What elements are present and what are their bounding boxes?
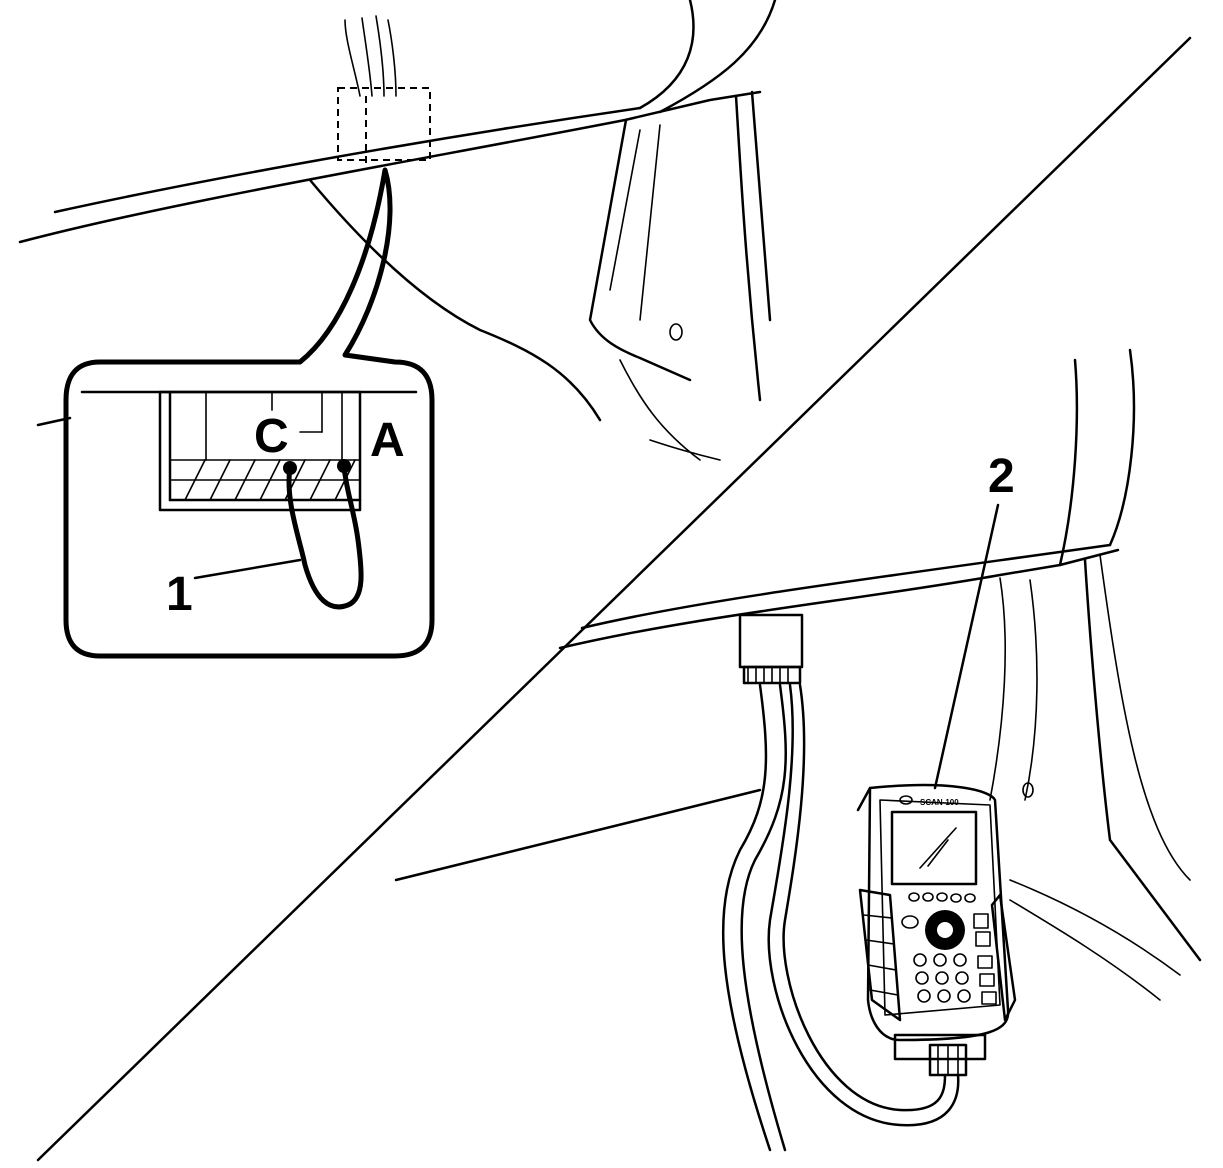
scan-tool: SCAN-100 [856,783,1017,1077]
scan-tool-cable [721,683,960,1152]
scan-tool-leader [933,503,1000,790]
scan-tool-keypad [913,953,997,1005]
bottom-panel-scene [394,348,1202,1001]
jumper-callout-label: 1 [166,568,193,621]
terminal-a-label: A [370,414,405,467]
scan-tool-callout-label: 2 [988,450,1015,503]
panel-divider [36,36,1192,1162]
top-panel-scene [18,0,777,461]
terminal-c-label: C [254,410,289,463]
diagnostic-connector-plug [738,613,804,685]
data-link-connector-hidden [337,15,431,166]
scan-tool-softkeys [908,892,976,903]
jumper-wire [193,459,364,610]
scan-tool-model-label: SCAN-100 [920,798,959,807]
connector-detail-callout [63,167,435,659]
